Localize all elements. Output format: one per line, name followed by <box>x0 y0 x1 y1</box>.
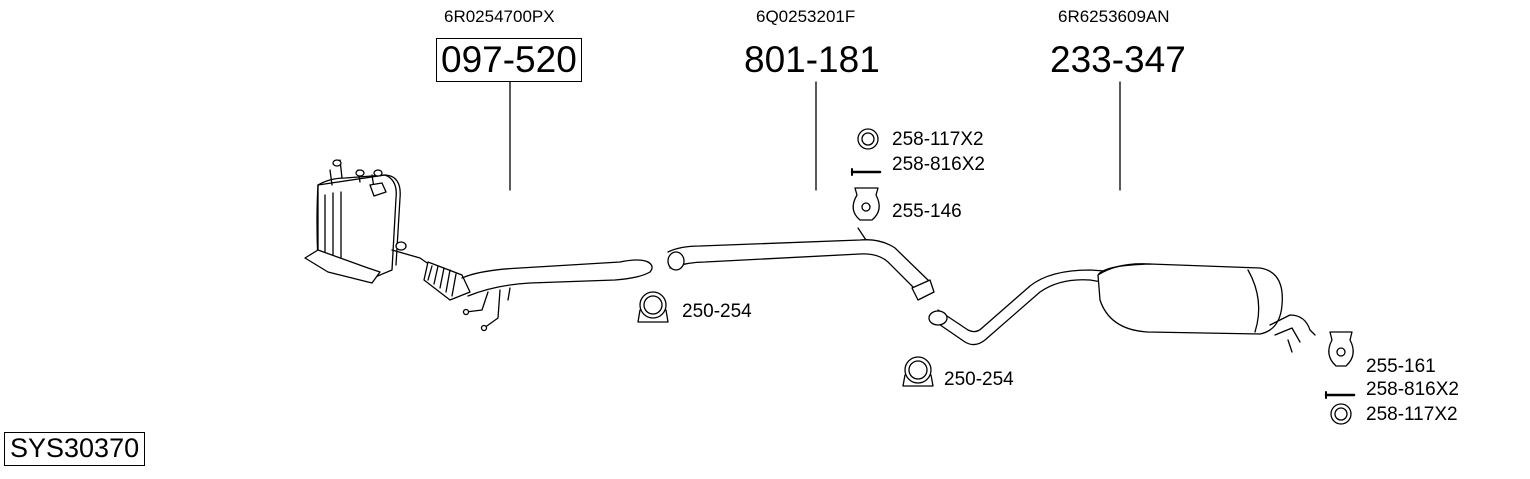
clamp-icon <box>902 356 934 387</box>
rear-silencer-part <box>928 263 1316 353</box>
middle-pipe-part <box>667 227 935 301</box>
bolt-icon <box>850 168 882 176</box>
rubber-hanger-icon <box>852 187 880 221</box>
system-code-label: SYS30370 <box>4 432 146 466</box>
clamp-icon <box>637 291 669 323</box>
accessory-label-clamp-1[interactable]: 250-254 <box>682 301 752 322</box>
ring-icon <box>1330 403 1352 425</box>
part-number-rear-silencer[interactable]: 233-347 <box>1050 39 1186 80</box>
accessory-label-mid-bolt[interactable]: 258-816X2 <box>892 154 985 175</box>
oem-number-dpf: 6R0254700PX <box>444 7 555 26</box>
accessory-label-rear-hanger[interactable]: 255-161 <box>1366 356 1436 377</box>
accessory-label-rear-bolt[interactable]: 258-816X2 <box>1366 379 1459 400</box>
accessory-label-rear-ring[interactable]: 258-117X2 <box>1366 404 1458 425</box>
accessory-label-clamp-2[interactable]: 250-254 <box>944 369 1014 390</box>
dpf-catalyst-part <box>304 159 653 332</box>
bolt-icon <box>1324 391 1356 399</box>
oem-number-middle-pipe: 6Q0253201F <box>756 7 856 26</box>
accessory-label-mid-hanger[interactable]: 255-146 <box>892 201 962 222</box>
part-number-middle-pipe[interactable]: 801-181 <box>744 39 880 80</box>
oem-number-rear-silencer: 6R6253609AN <box>1058 7 1170 26</box>
ring-icon <box>857 128 879 150</box>
part-number-dpf[interactable]: 097-520 <box>436 38 582 82</box>
rubber-hanger-icon <box>1328 331 1354 367</box>
accessory-label-mid-ring[interactable]: 258-117X2 <box>892 129 984 150</box>
